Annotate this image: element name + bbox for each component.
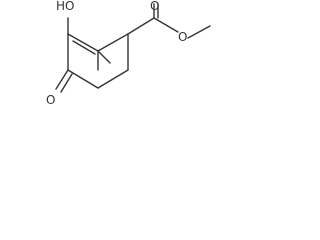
atom-label-hydroxyl: HO bbox=[56, 0, 74, 13]
structure-canvas: HO O O O bbox=[0, 0, 220, 138]
atom-label-ester-carbonyl-o: O bbox=[150, 0, 159, 13]
bond-c3-c4 bbox=[97, 69, 129, 89]
bond-c6-c1 bbox=[67, 33, 99, 52]
bond-c1-c2 bbox=[97, 33, 129, 52]
bond-c4-c5 bbox=[67, 69, 99, 89]
bond-c4-o bbox=[55, 69, 69, 90]
bond-o-methyl bbox=[187, 25, 211, 39]
bond-methyl bbox=[97, 50, 111, 64]
atom-label-ketone-o: O bbox=[46, 93, 55, 107]
bond-c6-c1-double bbox=[72, 40, 96, 55]
bond-c2-ester-c bbox=[127, 17, 155, 35]
molecule-structure: HO O O O bbox=[46, 0, 211, 107]
bond-ester-c-o bbox=[153, 17, 179, 33]
atom-label-ester-o: O bbox=[178, 30, 187, 44]
bond-c4-o-double bbox=[60, 73, 73, 93]
